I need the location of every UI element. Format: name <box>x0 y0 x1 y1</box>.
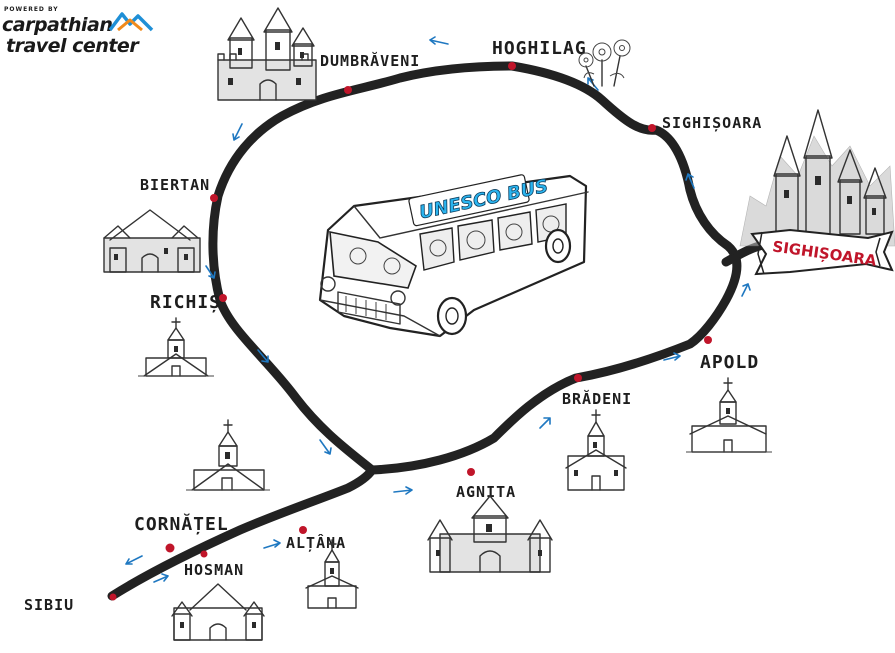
label-hosman[interactable]: HOSMAN <box>184 561 244 579</box>
logo-line-1: carpathian <box>2 14 113 36</box>
sighisoara-banner[interactable]: SIGHIȘOARA <box>750 228 894 276</box>
stop-marker-bradeni[interactable] <box>574 374 582 382</box>
stop-marker-sighisoara[interactable] <box>648 124 656 132</box>
castle-icon <box>217 7 317 101</box>
arrow-icon <box>205 265 216 279</box>
label-cornatel[interactable]: CORNĂȚEL <box>134 513 229 535</box>
direction-arrows <box>125 36 751 583</box>
stop-marker-hoghilag[interactable] <box>508 62 516 70</box>
church-icon <box>686 377 772 453</box>
label-apold[interactable]: APOLD <box>700 352 759 373</box>
arrow-icon <box>257 349 269 363</box>
mountain-peaks-icon <box>108 12 154 32</box>
stop-markers <box>109 62 712 601</box>
label-altana[interactable]: ALȚÂNA <box>286 533 346 552</box>
arrow-icon <box>741 283 751 297</box>
arrow-icon <box>429 36 449 45</box>
church-icon <box>186 419 270 491</box>
arrow-icon <box>685 173 695 189</box>
label-sighisoara[interactable]: SIGHIȘOARA <box>662 114 762 132</box>
wheel-icon <box>544 228 572 264</box>
logo-powered-by: POWERED BY <box>4 6 59 13</box>
unesco-bus: UNESCO BUS <box>318 174 589 338</box>
stop-marker-sibiu[interactable] <box>109 593 117 601</box>
flowers-icon <box>578 39 631 87</box>
label-dumbraveni[interactable]: DUMBRĂVENI <box>320 51 420 70</box>
church-icon <box>305 539 359 609</box>
arrow-icon <box>663 352 681 361</box>
stop-marker-altana[interactable] <box>299 526 307 534</box>
fortress-icon <box>427 495 553 573</box>
label-hoghilag[interactable]: HOGHILAG <box>492 38 587 59</box>
label-sibiu[interactable]: SIBIU <box>24 596 74 614</box>
fortified-church-icon <box>171 583 265 641</box>
stop-marker-biertan[interactable] <box>210 194 218 202</box>
church-icon <box>565 409 627 491</box>
stop-marker-cornatel[interactable] <box>165 543 175 553</box>
label-bradeni[interactable]: BRĂDENI <box>562 389 632 408</box>
label-agnita[interactable]: AGNITA <box>456 483 516 501</box>
label-richis[interactable]: RICHIȘ <box>150 292 221 313</box>
bus-windows <box>419 203 567 271</box>
fortified-church-icon <box>103 209 201 273</box>
arrow-icon <box>263 539 281 549</box>
stop-marker-richis[interactable] <box>219 294 227 302</box>
arrow-icon <box>319 439 332 455</box>
stop-marker-agnita[interactable] <box>467 468 475 476</box>
wheel-icon <box>436 296 468 336</box>
arrow-icon <box>232 123 243 141</box>
church-icon <box>138 317 214 377</box>
logo-line-2: travel center <box>6 35 139 57</box>
place-labels: SIBIU HOSMAN CORNĂȚEL ALȚÂNA AGNITA BRĂD… <box>24 38 762 614</box>
stop-marker-apold[interactable] <box>704 336 712 344</box>
carpathian-travel-center-logo[interactable]: POWERED BY carpathian travel center <box>0 4 160 57</box>
arrow-icon <box>153 573 169 583</box>
arrow-icon <box>539 417 551 429</box>
label-biertan[interactable]: BIERTAN <box>140 176 210 194</box>
arrow-icon <box>125 555 143 565</box>
stop-marker-dumbraveni[interactable] <box>344 86 352 94</box>
stop-marker-hosman[interactable] <box>200 550 208 558</box>
citadel-icon <box>739 109 895 247</box>
arrow-icon <box>393 486 413 495</box>
